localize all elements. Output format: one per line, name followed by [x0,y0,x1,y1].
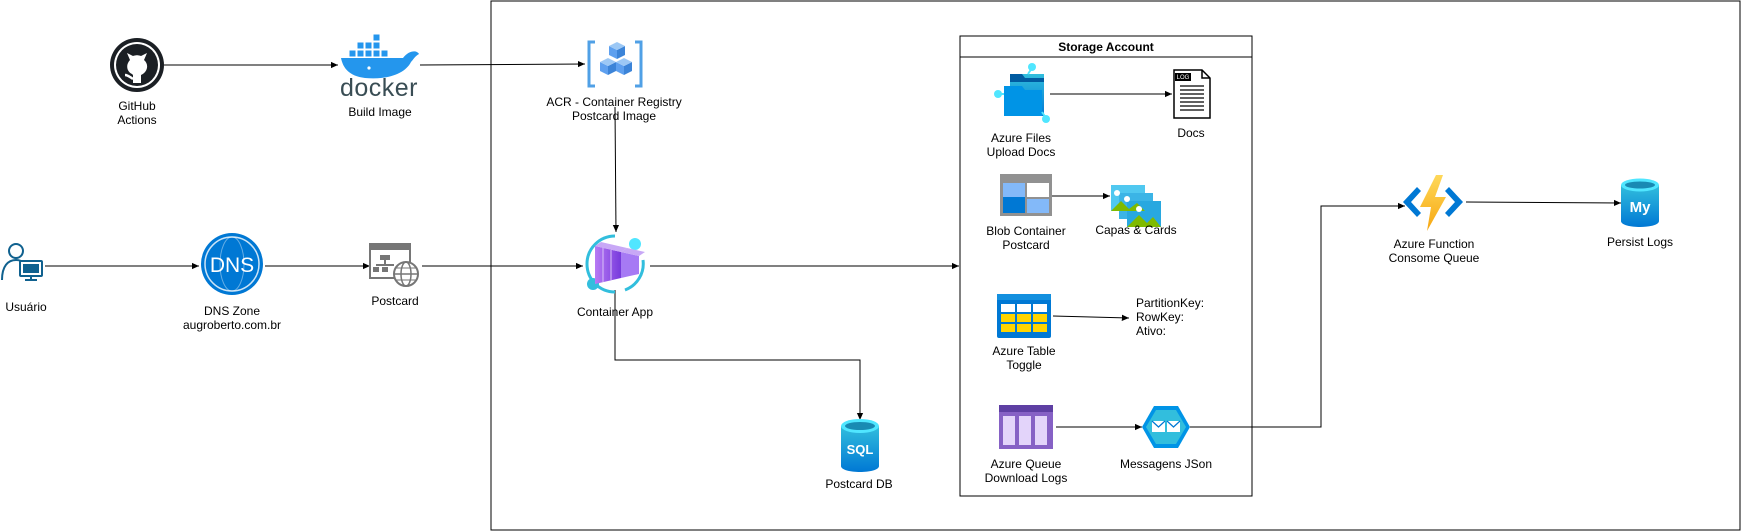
capas-cards-label: Capas & Cards [1095,223,1177,237]
azure-files-label-line-2: Upload Docs [986,145,1056,159]
edge-acr-containerapp [612,106,620,233]
container-app-icon [585,234,645,294]
sql-icon-text: SQL [847,442,874,457]
storage-account-container [959,35,1253,497]
azure-table-label-line-2: Toggle [1006,358,1042,372]
container-app-label: Container App [576,305,654,319]
azure-table-label: Azure Table Toggle [992,344,1055,372]
docs-icon-text: LOG [1177,75,1190,81]
azure-function-label: Azure Function Consome Queue [1389,237,1480,265]
sql-database-icon: SQL [841,419,879,472]
table-field-row-key: RowKey: [1136,310,1185,324]
azure-queue-label-line-1: Azure Queue [990,457,1062,471]
dns-label: DNS Zone augroberto.com.br [183,304,281,332]
dns-zone-icon: DNS [201,233,263,295]
blob-container-icon [1000,174,1052,216]
mysql-label: Persist Logs [1606,235,1674,249]
docs-label: Docs [1177,126,1205,140]
docker-wordmark: docker [340,74,418,102]
container-registry-icon [587,40,643,88]
acr-label: ACR - Container Registry Postcard Image [546,95,681,123]
azure-function-icon [1403,175,1463,231]
azure-files-icon [994,63,1050,123]
connectors [45,60,1622,431]
azure-queue-icon [999,405,1053,449]
dns-label-line-1: DNS Zone [203,304,261,318]
acr-label-line-1: ACR - Container Registry [546,95,682,109]
web-app-icon [369,243,419,287]
blob-container-label-line-1: Blob Container [986,224,1066,238]
dns-icon-text: DNS [210,254,254,277]
azure-function-label-line-1: Azure Function [1393,237,1475,251]
log-document-icon: LOG [1173,69,1211,119]
storage-account-title: Storage Account [1058,40,1154,54]
azure-queue-label: Azure Queue Download Logs [985,457,1068,485]
edge-docker-acr [419,60,586,68]
blob-container-label-line-2: Postcard [1002,238,1050,252]
messages-label: Messagens JSon [1119,457,1213,471]
github-label-line-1: GitHub [118,99,156,113]
mysql-icon-text: My [1630,199,1651,216]
edge-table-fields [1052,314,1130,322]
table-fields: PartitionKey: RowKey: Ativo: [1136,296,1204,338]
azure-files-label-line-1: Azure Files [990,131,1052,145]
blob-container-label: Blob Container Postcard [986,224,1065,252]
dns-label-line-2: augroberto.com.br [182,318,282,332]
docker-icon [341,33,419,79]
azure-table-label-line-1: Azure Table [992,344,1056,358]
github-icon [110,38,164,92]
table-field-partition-key: PartitionKey: [1136,296,1205,310]
edge-containerapp-sql [614,290,864,420]
sql-label: Postcard DB [825,477,893,491]
docker-label: Build Image [348,105,412,119]
azure-queue-label-line-2: Download Logs [984,471,1068,485]
postcard-web-label: Postcard [371,294,419,308]
images-icon [1111,185,1161,227]
azure-function-label-line-2: Consome Queue [1388,251,1480,265]
azure-files-label: Azure Files Upload Docs [987,131,1056,159]
user-icon [1,243,43,281]
acr-label-line-2: Postcard Image [571,109,657,123]
edge-function-mysql [1465,199,1622,207]
azure-table-icon [997,294,1051,338]
user-label: Usuário [5,300,47,314]
mysql-database-icon: My [1621,178,1659,227]
github-label: GitHub Actions [117,99,156,127]
table-field-ativo: Ativo: [1136,324,1167,338]
github-label-line-2: Actions [117,113,157,127]
edge-messages-function [1190,202,1405,428]
queue-messages-icon [1142,406,1190,448]
